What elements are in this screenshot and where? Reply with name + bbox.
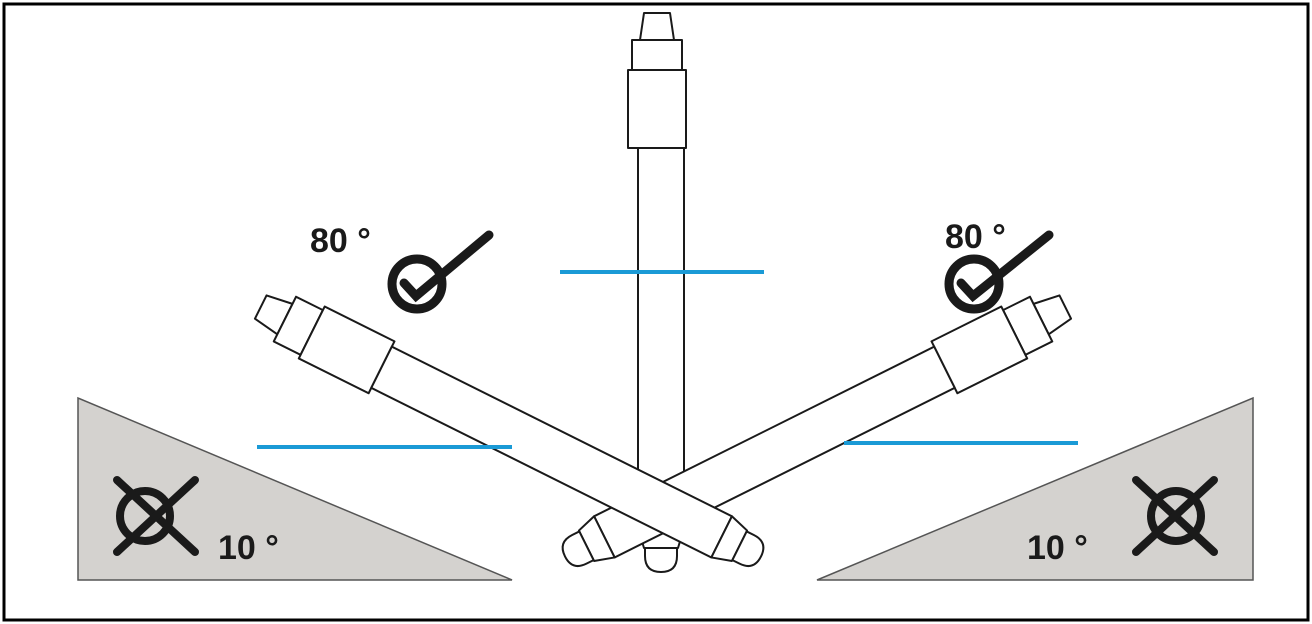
check-circle-icon [387,230,494,314]
crossed-circle-icon [1132,476,1218,556]
right-wedge [816,396,1254,581]
left-ok-angle-label: 80 ° [310,222,371,260]
left-bad-angle-label: 10 ° [218,529,279,567]
left-wedge [77,396,513,581]
right-ok-angle-label: 80 ° [945,218,1006,256]
crossed-circle-icon [113,476,199,556]
electrode-tilted-right [253,294,765,567]
right-bad-angle-label: 10 ° [1027,529,1088,567]
check-circle-icon [944,230,1054,314]
